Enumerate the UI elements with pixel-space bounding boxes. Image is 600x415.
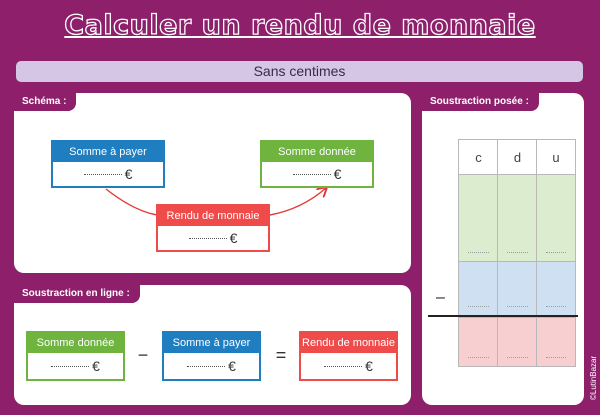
arrow-change-to-given (269, 188, 326, 216)
cell-row1-hundreds[interactable] (458, 174, 498, 262)
amount-blank[interactable] (188, 237, 227, 239)
posed-minus-sign: – (436, 289, 445, 306)
arrow-pay-to-change (105, 188, 158, 216)
schema-arrows (105, 93, 411, 216)
posed-label: Soustraction posée : (422, 93, 539, 111)
result-line (428, 315, 578, 317)
euro-sign: € (124, 166, 133, 183)
inline-box-given-title: Somme donnée (28, 333, 123, 353)
schema-box-change-title: Rendu de monnaie (158, 206, 268, 226)
posed-panel: Soustraction posée : c d u – (422, 93, 584, 405)
cell-row2-tens[interactable] (497, 261, 537, 316)
schema-box-given: Somme donnée € (260, 140, 374, 188)
inline-panel: Soustraction en ligne : Somme donnée € −… (14, 285, 411, 405)
inline-box-change-title: Rendu de monnaie (301, 333, 396, 353)
schema-box-given-title: Somme donnée (262, 142, 372, 162)
euro-sign: € (365, 358, 373, 375)
column-header-units: u (536, 139, 576, 175)
cell-row1-tens[interactable] (497, 174, 537, 262)
inline-box-given: Somme donnée € (26, 331, 125, 381)
amount-blank[interactable] (187, 365, 226, 367)
amount-blank[interactable] (324, 365, 363, 367)
inline-box-pay-title: Somme à payer (164, 333, 259, 353)
schema-label: Schéma : (14, 93, 77, 111)
page-title: Calculer un rendu de monnaie (64, 9, 536, 41)
cell-result-hundreds[interactable] (458, 317, 498, 367)
inline-label: Soustraction en ligne : (14, 285, 140, 303)
euro-sign: € (92, 358, 100, 375)
euro-sign: € (333, 166, 342, 183)
schema-box-pay-title: Somme à payer (53, 142, 163, 162)
column-header-tens: d (497, 139, 537, 175)
euro-sign: € (229, 230, 238, 247)
cell-row1-units[interactable] (536, 174, 576, 262)
amount-blank[interactable] (292, 173, 331, 175)
euro-sign: € (228, 358, 236, 375)
equals-sign: = (275, 345, 287, 365)
inline-box-pay: Somme à payer € (162, 331, 261, 381)
cell-row2-hundreds[interactable] (458, 261, 498, 316)
amount-blank[interactable] (51, 365, 90, 367)
schema-panel: Schéma : Somme à payer € Somme donnée € … (14, 93, 411, 273)
cell-result-units[interactable] (536, 317, 576, 367)
cell-result-tens[interactable] (497, 317, 537, 367)
cell-row2-units[interactable] (536, 261, 576, 316)
schema-box-change: Rendu de monnaie € (156, 204, 270, 252)
inline-box-change: Rendu de monnaie € (299, 331, 398, 381)
column-header-hundreds: c (458, 139, 498, 175)
amount-blank[interactable] (83, 173, 122, 175)
subtitle-banner: Sans centimes (16, 61, 583, 82)
credit-text: ©LutinBazar (589, 355, 598, 400)
schema-box-pay: Somme à payer € (51, 140, 165, 188)
minus-sign: − (137, 345, 149, 365)
